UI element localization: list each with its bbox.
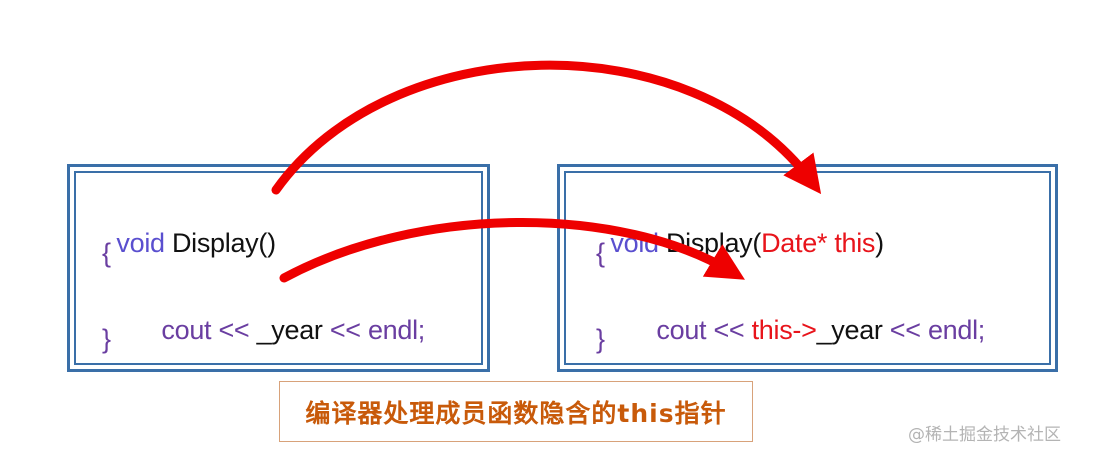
void-keyword: void	[116, 228, 165, 258]
right-line-3: cout << this->_year << endl;	[642, 279, 985, 347]
left-line-2-open-brace: {	[102, 238, 111, 268]
left-line-3: cout << _year << endl;	[147, 279, 425, 347]
right-line-4-close-brace: }	[596, 324, 605, 354]
year-member: _year	[256, 315, 323, 345]
endl-stream: << endl;	[882, 315, 986, 345]
watermark: @稀土掘金技术社区	[908, 425, 1061, 445]
year-member: _year	[816, 315, 883, 345]
right-line-2-open-brace: {	[596, 238, 605, 268]
signature-mapping-arrow	[271, 60, 822, 195]
cout-stream: cout <<	[161, 315, 257, 345]
member-access-mapping-arrow	[279, 218, 745, 283]
caption-text: 编译器处理成员函数隐含的this指针	[305, 398, 727, 428]
this-arrow: this->	[751, 315, 817, 345]
caption-box: 编译器处理成员函数隐含的this指针	[279, 381, 753, 442]
endl-stream: << endl;	[322, 315, 426, 345]
left-line-1: void Display()	[102, 192, 276, 260]
display-signature: Display()	[164, 228, 276, 258]
close-paren: )	[875, 228, 884, 258]
left-line-4-close-brace: }	[102, 324, 111, 354]
this-parameter: Date* this	[761, 228, 876, 258]
original-code-box	[67, 164, 490, 372]
cout-stream: cout <<	[656, 315, 752, 345]
original-code-box-inner-border	[74, 171, 483, 365]
